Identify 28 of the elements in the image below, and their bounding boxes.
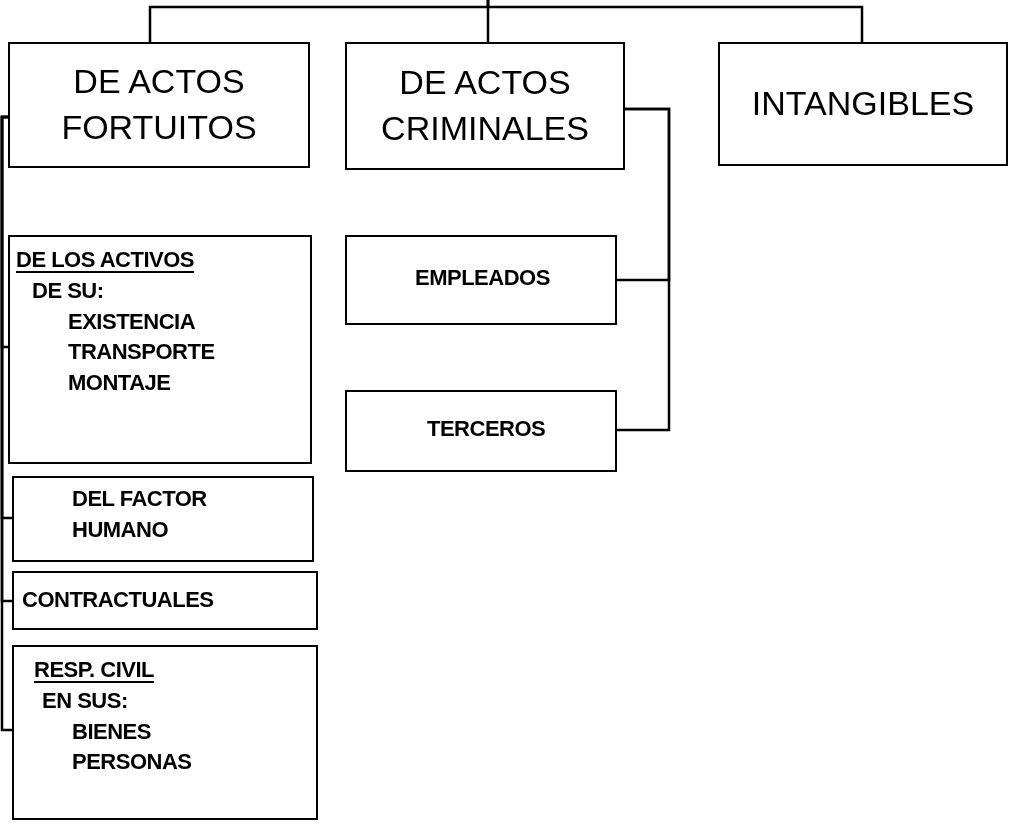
box-heading: DE LOS ACTIVOS xyxy=(15,246,194,274)
box-label: TERCEROS xyxy=(426,415,546,443)
subcategory-box xyxy=(12,645,318,820)
box-label: DE ACTOS CRIMINALES xyxy=(380,62,590,149)
connector-line xyxy=(486,0,864,42)
box-label: CONTRACTUALES xyxy=(21,586,214,614)
box-label: PERSONAS xyxy=(71,748,192,777)
subcategory-box xyxy=(8,235,312,464)
box-label: EN SUS: xyxy=(41,686,128,715)
connector-line xyxy=(0,115,12,732)
subcategory-box xyxy=(12,571,318,630)
box-label: MONTAJE xyxy=(67,369,171,398)
box-label: DE ACTOS FORTUITOS xyxy=(60,61,258,148)
category-box xyxy=(718,42,1008,166)
box-label: EXISTENCIA xyxy=(67,307,196,336)
box-label: DE SU: xyxy=(31,276,104,305)
category-box xyxy=(345,42,625,170)
box-label: BIENES xyxy=(71,717,151,746)
box-label: TRANSPORTE xyxy=(67,338,215,367)
box-label: EMPLEADOS xyxy=(414,264,550,292)
category-box xyxy=(8,42,310,168)
box-label: INTANGIBLES xyxy=(751,83,975,125)
subcategory-box xyxy=(345,390,617,472)
connector-line xyxy=(617,107,671,432)
subcategory-box xyxy=(345,235,617,325)
box-heading: RESP. CIVIL xyxy=(33,656,155,684)
box-label: DEL FACTOR HUMANO xyxy=(71,485,208,544)
subcategory-box xyxy=(12,476,314,562)
